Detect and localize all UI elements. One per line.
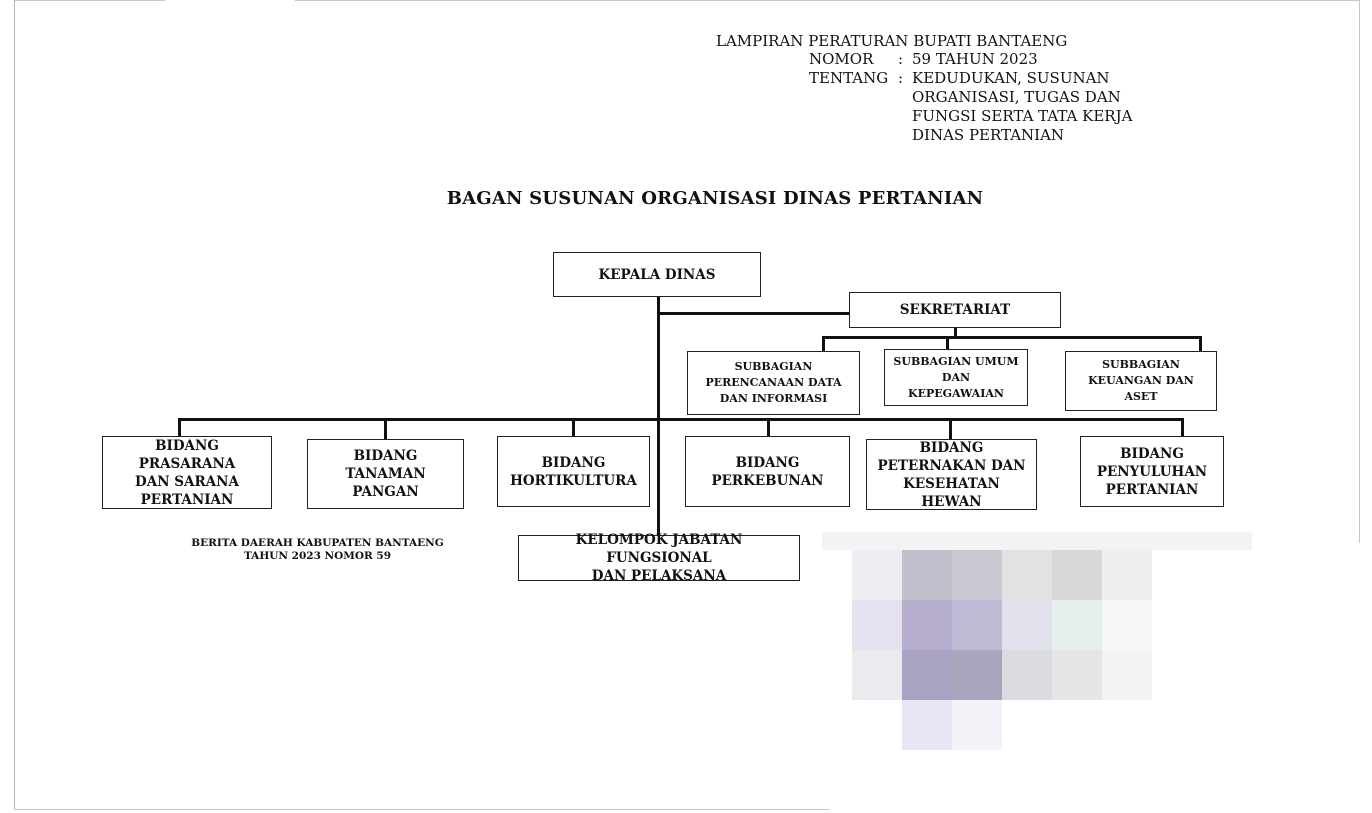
connector-bidang-4 — [767, 418, 770, 437]
pixelated-region — [822, 532, 1252, 752]
bidang-penyuluhan-box: BIDANG PENYULUHAN PERTANIAN — [1080, 436, 1224, 507]
page-edge-bottom — [14, 809, 830, 810]
bidang-hortikultura-box: BIDANG HORTIKULTURA — [497, 436, 650, 507]
connector-bidang-bus — [178, 418, 1184, 421]
tentang-label: TENTANG — [809, 69, 889, 87]
kelompok-jabatan-box: KELOMPOK JABATAN FUNGSIONAL DAN PELAKSAN… — [518, 532, 800, 584]
connector-bidang-6 — [1181, 418, 1184, 437]
connector-bidang-1 — [178, 418, 181, 437]
nomor-label: NOMOR — [809, 50, 874, 68]
subbagian-umum-box: SUBBAGIAN UMUM DAN KEPEGAWAIAN — [884, 349, 1028, 406]
bidang-prasarana-box: BIDANG PRASARANA DAN SARANA PERTANIAN — [102, 436, 272, 509]
connector-to-sekretariat — [657, 312, 850, 315]
bidang-peternakan-box: BIDANG PETERNAKAN DAN KESEHATAN HEWAN — [866, 439, 1037, 510]
connector-sekretariat-down — [954, 327, 957, 338]
connector-kepala-down — [657, 297, 660, 537]
nomor-separator: : — [898, 50, 904, 68]
page-edge-right — [1359, 0, 1360, 543]
subbagian-perencanaan-box: SUBBAGIAN PERENCANAAN DATA DAN INFORMASI — [687, 351, 860, 415]
bidang-tanaman-pangan-box: BIDANG TANAMAN PANGAN — [307, 439, 464, 509]
connector-subbagian-2 — [946, 336, 949, 352]
page-tab-gap — [165, 0, 295, 2]
kepala-dinas-box: KEPALA DINAS — [553, 252, 761, 297]
connector-bidang-2 — [384, 418, 387, 439]
nomor-value: 59 TAHUN 2023 — [912, 50, 1038, 68]
tentang-line-2: ORGANISASI, TUGAS DAN — [912, 88, 1121, 106]
tentang-separator: : — [898, 69, 904, 87]
connector-bidang-3 — [572, 418, 575, 437]
page-edge-top — [14, 0, 1360, 1]
tentang-line-1: KEDUDUKAN, SUSUNAN — [912, 69, 1110, 87]
connector-subbagian-bus — [822, 336, 1202, 339]
page-edge-left — [14, 0, 15, 810]
sekretariat-box: SEKRETARIAT — [849, 292, 1061, 328]
connector-bidang-5 — [949, 418, 952, 439]
tentang-line-4: DINAS PERTANIAN — [912, 126, 1065, 144]
chart-title: BAGAN SUSUNAN ORGANISASI DINAS PERTANIAN — [446, 188, 984, 209]
berita-daerah-footer: BERITA DAERAH KABUPATEN BANTAENG TAHUN 2… — [191, 537, 444, 562]
connector-subbagian-1 — [822, 336, 825, 352]
lampiran-line: LAMPIRAN PERATURAN BUPATI BANTAENG — [716, 32, 1068, 50]
tentang-line-3: FUNGSI SERTA TATA KERJA — [912, 107, 1133, 125]
connector-subbagian-3 — [1199, 336, 1202, 352]
subbagian-keuangan-box: SUBBAGIAN KEUANGAN DAN ASET — [1065, 351, 1217, 411]
bidang-perkebunan-box: BIDANG PERKEBUNAN — [685, 436, 850, 507]
